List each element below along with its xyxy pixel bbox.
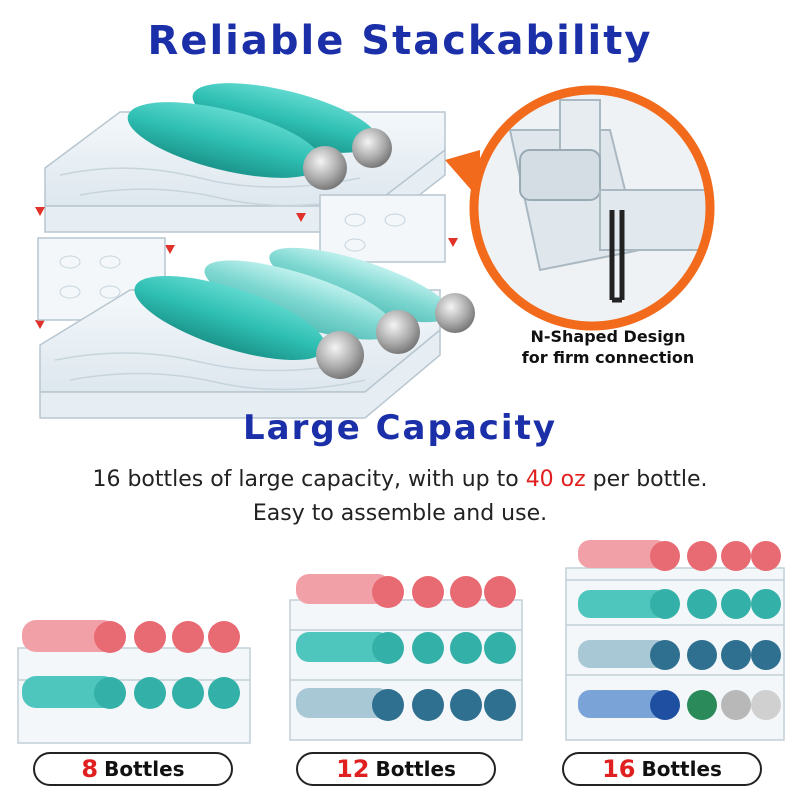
description-text: per bottle. [585,467,708,492]
option-number: 12 [336,755,370,783]
option-label: Bottles [641,757,722,781]
callout-caption: N-Shaped Design for firm connection [478,326,738,368]
heading-reliable-stackability: Reliable Stackability [147,18,653,64]
bottle-icon [204,260,420,354]
description-text: 16 bottles of large capacity, with up to [92,467,526,492]
option-label: Bottles [104,757,185,781]
connector-zoom-callout [445,85,715,331]
description-line-1: 16 bottles of large capacity, with up to… [0,464,800,496]
option-number: 16 [602,755,636,783]
option-12-bottles: 12 Bottles [296,752,496,786]
option-number: 8 [81,755,99,783]
description-line-2: Easy to assemble and use. [252,501,548,526]
capacity-highlight: 40 oz [525,467,586,492]
option-label: Bottles [375,757,456,781]
callout-line-2: for firm connection [521,348,695,367]
option-16-bottles: 16 Bottles [562,752,762,786]
heading-large-capacity: Large Capacity [242,408,557,448]
bottle-icon [127,102,347,190]
callout-line-1: N-Shaped Design [530,327,686,346]
rack-8-bottles [17,620,251,744]
bottle-icon [134,275,364,379]
bottle-icon [269,247,475,333]
rack-16-bottles [565,540,785,741]
rack-12-bottles [289,574,523,741]
bottle-icon [192,83,392,168]
option-8-bottles: 8 Bottles [33,752,233,786]
